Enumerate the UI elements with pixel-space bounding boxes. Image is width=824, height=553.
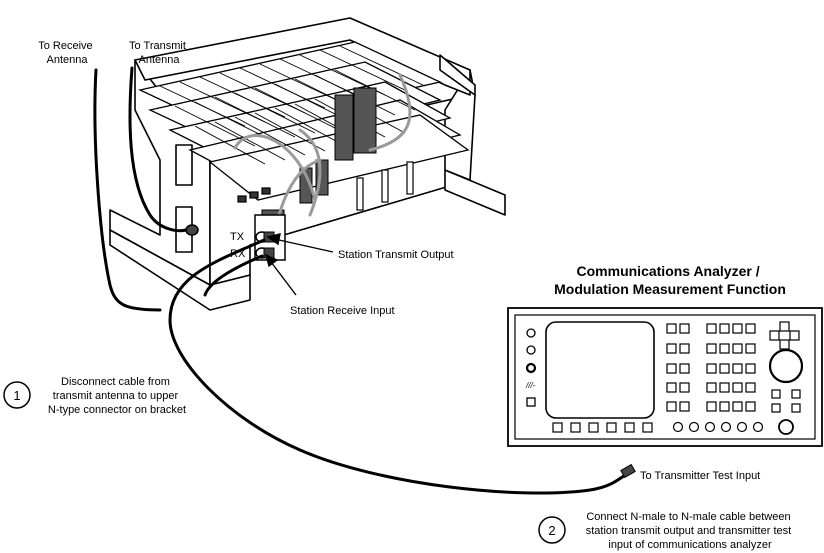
keypad-key (745, 363, 756, 374)
tx-label: TX (230, 231, 245, 243)
antenna-cables (93, 66, 188, 312)
step-1: 1 Disconnect cable from transmit antenna… (3, 376, 186, 416)
keypad-key (706, 382, 717, 393)
connector-port (736, 421, 748, 433)
cable-end-connector (620, 463, 636, 479)
keypad-key (719, 343, 730, 354)
analyzer-knob (768, 348, 804, 384)
keypad-key (706, 363, 717, 374)
keypad-key (679, 401, 690, 412)
side-panel-connector (185, 224, 199, 236)
softkey (570, 422, 581, 433)
transmit-antenna-label: To Transmit Antenna (129, 40, 189, 66)
keypad-key (666, 343, 677, 354)
analyzer-screen (545, 321, 655, 419)
keypad-key (732, 323, 743, 334)
analyzer-right-controls (768, 321, 804, 435)
keypad-key (732, 382, 743, 393)
keypad-key (666, 323, 677, 334)
step-1-number: 1 (13, 388, 20, 403)
keypad-key (719, 363, 730, 374)
keypad-key (719, 401, 730, 412)
antenna-glyph-icon: ///- (525, 381, 536, 390)
keypad-key (666, 382, 677, 393)
keypad-key (719, 323, 730, 334)
keypad-key (732, 401, 743, 412)
keypad-key (679, 343, 690, 354)
step-2-badge (538, 516, 566, 544)
analyzer-keypad (666, 323, 756, 412)
rx-label: RX (230, 248, 246, 260)
receive-antenna-label: To Receive Antenna (38, 40, 95, 66)
station-receive-input-label: Station Receive Input (290, 305, 395, 317)
softkey (624, 422, 635, 433)
keypad-key (679, 363, 690, 374)
connector-port (672, 421, 684, 433)
keypad-key (706, 323, 717, 334)
keypad-key (666, 401, 677, 412)
station-transmit-output-label: Station Transmit Output (338, 249, 454, 261)
connector-port (688, 421, 700, 433)
step-1-text: Disconnect cable from transmit antenna t… (48, 376, 186, 416)
cabinet-vent-slots (237, 161, 414, 211)
keypad-key (719, 382, 730, 393)
step-2-text: Connect N-male to N-male cable between s… (586, 511, 795, 551)
cabinet-grilles (261, 87, 377, 223)
keypad-key (732, 363, 743, 374)
shelf-cells (159, 45, 426, 165)
analyzer-bottom-keys (552, 421, 764, 433)
step-2: 2 Connect N-male to N-male cable between… (538, 511, 795, 551)
cabinet-shelves (138, 41, 470, 201)
softkey (588, 422, 599, 433)
softkey (606, 422, 617, 433)
softkey (552, 422, 563, 433)
keypad-key (666, 363, 677, 374)
transmitter-test-input-label: To Transmitter Test Input (640, 470, 760, 482)
keypad-key (745, 382, 756, 393)
keypad-key (706, 401, 717, 412)
connector-port (752, 421, 764, 433)
step-1-badge (3, 381, 31, 409)
keypad-key (745, 401, 756, 412)
arrows (264, 233, 334, 296)
keypad-key (679, 382, 690, 393)
keypad-key (732, 343, 743, 354)
softkey (642, 422, 653, 433)
connector-port (704, 421, 716, 433)
analyzer-title: Communications Analyzer / Modulation Mea… (554, 263, 786, 297)
connector-port (720, 421, 732, 433)
keypad-key (706, 343, 717, 354)
internal-cables (233, 73, 412, 232)
test-cable (168, 238, 630, 495)
keypad-key (745, 323, 756, 334)
keypad-key (679, 323, 690, 334)
keypad-key (745, 343, 756, 354)
step-2-number: 2 (548, 523, 555, 538)
